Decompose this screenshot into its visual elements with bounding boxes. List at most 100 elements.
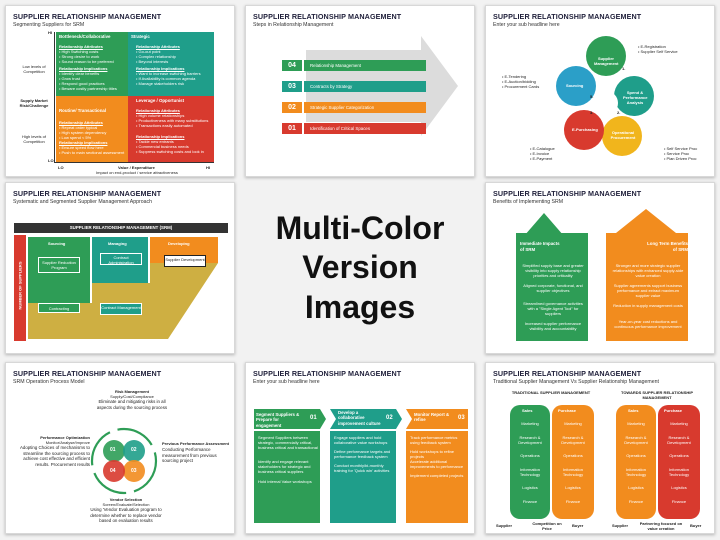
- impl-list: • Tackle new entrants • Commercial busin…: [136, 139, 204, 154]
- step-item: Segment Suppliers between strategic, com…: [258, 435, 318, 450]
- high-levels-label: High levels of Competition: [21, 134, 46, 144]
- slide-operation-model[interactable]: SUPPLIER RELATIONSHIP MANAGEMENT SRM Ope…: [5, 362, 235, 534]
- cycle-graphic: [556, 36, 654, 156]
- box-contract-mgmt: Contract Management: [100, 303, 142, 315]
- catalogue-list: • E-Catalogue • E-Invoice • E-Payment: [530, 146, 555, 161]
- perf-text: Adopting Choices of mechanisms to stream…: [19, 445, 90, 467]
- left-footer: Competition on Price: [532, 521, 562, 531]
- num-03: 03: [131, 468, 137, 474]
- left-row: Information Technology: [519, 467, 541, 477]
- cycle-center: [594, 91, 618, 115]
- box-development: Supplier Development: [164, 255, 206, 267]
- step2-head: [330, 409, 402, 429]
- right-row: Information Technology: [668, 467, 690, 477]
- slide-subtitle: Traditional Supplier Management Vs Suppl…: [493, 379, 659, 385]
- step-item: Hold workshops to refine projects: [410, 449, 455, 459]
- right-item: Year-on-year cost reductions and continu…: [614, 319, 682, 329]
- hero-line-2: Version Images: [302, 249, 418, 325]
- impl-heading: Relationship Implications: [59, 140, 108, 145]
- left-row: Marketing: [521, 421, 539, 426]
- slide-subtitle: Steps in Relationship Management: [253, 22, 334, 28]
- vendor-text: Using 'Vendor Evaluation program to dete…: [90, 507, 162, 523]
- step-title: Segment Suppliers & Prepare for engageme…: [256, 412, 300, 428]
- left-heading: TRADITIONAL SUPPLIER MANAGEMENT: [511, 390, 591, 395]
- step-number: 03: [282, 81, 302, 92]
- slide-title: SUPPLIER RELATIONSHIP MANAGEMENT: [13, 12, 162, 21]
- right-buyer-col: [658, 405, 700, 519]
- slide-segmented-approach[interactable]: SUPPLIER RELATIONSHIP MANAGEMENT Systema…: [5, 182, 235, 354]
- box-contract-admin: Contract Administration: [100, 253, 142, 265]
- vendor-sub: Screen/Evaluate/Selection: [102, 502, 150, 507]
- spend-label: Spend & Performance Analysis: [623, 90, 648, 105]
- attr-list: • Repeat order typical • High system dep…: [59, 125, 107, 140]
- step-num: 01: [310, 415, 317, 421]
- right-row: Logistics: [671, 485, 687, 490]
- step-item: Engage suppliers and hold collaborative …: [334, 435, 388, 445]
- left-row: Research & Development: [561, 435, 585, 445]
- left-buyer-label: Buyer: [572, 523, 584, 528]
- quadrant-title: Bottleneck/Collaborative: [59, 34, 111, 39]
- right-heading: TOWARDS SUPPLIER RELATIONSHIP MANAGEMENT: [620, 390, 694, 400]
- slide-traditional-vs-srm[interactable]: SUPPLIER RELATIONSHIP MANAGEMENT Traditi…: [485, 362, 715, 534]
- left-sales: Sales: [522, 408, 533, 413]
- slide-title: SUPPLIER RELATIONSHIP MANAGEMENT: [253, 12, 402, 21]
- step-1: 1.: [622, 66, 626, 71]
- attr-heading: Relationship Attributes: [136, 44, 180, 49]
- circle-04: [103, 460, 125, 482]
- step-4: 4.: [598, 104, 604, 110]
- left-row: Research & Development: [518, 435, 542, 445]
- slide-title: SUPPLIER RELATIONSHIP MANAGEMENT: [493, 189, 642, 198]
- right-row: Finance: [628, 499, 644, 504]
- slide-benefits[interactable]: SUPPLIER RELATIONSHIP MANAGEMENT Benefit…: [485, 182, 715, 354]
- step1-body: [254, 431, 320, 523]
- attr-heading: Relationship Attributes: [136, 108, 180, 113]
- step-label: Contracts by Strategy: [304, 81, 426, 92]
- step-label: Identification of Critical Spaces: [304, 123, 426, 134]
- right-item: Reduction in supply management costs: [613, 303, 683, 308]
- left-item: Simplified supply base and greater visib…: [522, 263, 584, 278]
- risk-sub: Supply/Cost/Compliance: [110, 394, 154, 399]
- slide-segmenting-suppliers[interactable]: SUPPLIER RELATIONSHIP MANAGEMENT Segment…: [5, 5, 235, 177]
- circle-03: [123, 460, 145, 482]
- col-label: Developing: [168, 241, 190, 246]
- right-row: Marketing: [627, 421, 645, 426]
- funnel-shape: [28, 263, 218, 339]
- quadrant-leverage: Leverage / Opportunist Relationship Attr…: [128, 96, 214, 162]
- left-row: Finance: [522, 499, 538, 504]
- right-row: Marketing: [670, 421, 688, 426]
- left-purchase: Purchase: [558, 408, 577, 413]
- slide-subtitle: Benefits of Implementing SRM: [493, 199, 564, 205]
- num-01: 01: [110, 447, 116, 453]
- slide-steps-relationship[interactable]: SUPPLIER RELATIONSHIP MANAGEMENT Steps i…: [245, 5, 475, 177]
- petal-sourcing: [556, 66, 596, 106]
- service-proc-list: • Self Service Proc • Service Proc • Pla…: [664, 146, 698, 161]
- right-column: [606, 233, 688, 341]
- step3-body: [406, 431, 468, 523]
- slide-three-steps[interactable]: SUPPLIER RELATIONSHIP MANAGEMENT Enter y…: [245, 362, 475, 534]
- petal-supplier: [586, 36, 626, 76]
- col-label: Managing: [108, 241, 127, 246]
- right-footer: Partnering focused on value creation: [639, 521, 683, 531]
- axis-hi-x: HI: [206, 165, 210, 170]
- impl-heading: Relationship Implications: [136, 134, 185, 139]
- axis-lo: LO: [48, 158, 54, 163]
- slide-supplier-cycle[interactable]: SUPPLIER RELATIONSHIP MANAGEMENT Enter y…: [485, 5, 715, 177]
- left-item: Increased supplier performance visibilit…: [524, 321, 582, 331]
- left-item: Streamlined governance activities with a…: [523, 301, 583, 316]
- left-supplier-label: Supplier: [496, 523, 513, 528]
- step-item: Identify and engage relevant stakeholder…: [258, 459, 311, 474]
- slide-subtitle: SRM Operation Process Model: [13, 379, 85, 385]
- step1-head: [254, 409, 326, 429]
- perf-heading: Performance Optimization: [40, 435, 90, 440]
- attr-list: • Go-out point • Complex relationship • …: [136, 49, 176, 64]
- step-num: 02: [386, 415, 393, 421]
- step-num: 03: [458, 415, 465, 421]
- axis-lo-x: LO: [58, 165, 64, 170]
- slide-title: SUPPLIER RELATIONSHIP MANAGEMENT: [493, 369, 642, 378]
- right-supplier-col: [616, 405, 656, 519]
- benefits-graphic: [516, 209, 688, 341]
- right-row: Research & Development: [667, 435, 691, 445]
- step-item: Define performance targets and performan…: [334, 449, 391, 459]
- right-row: Research & Development: [624, 435, 648, 445]
